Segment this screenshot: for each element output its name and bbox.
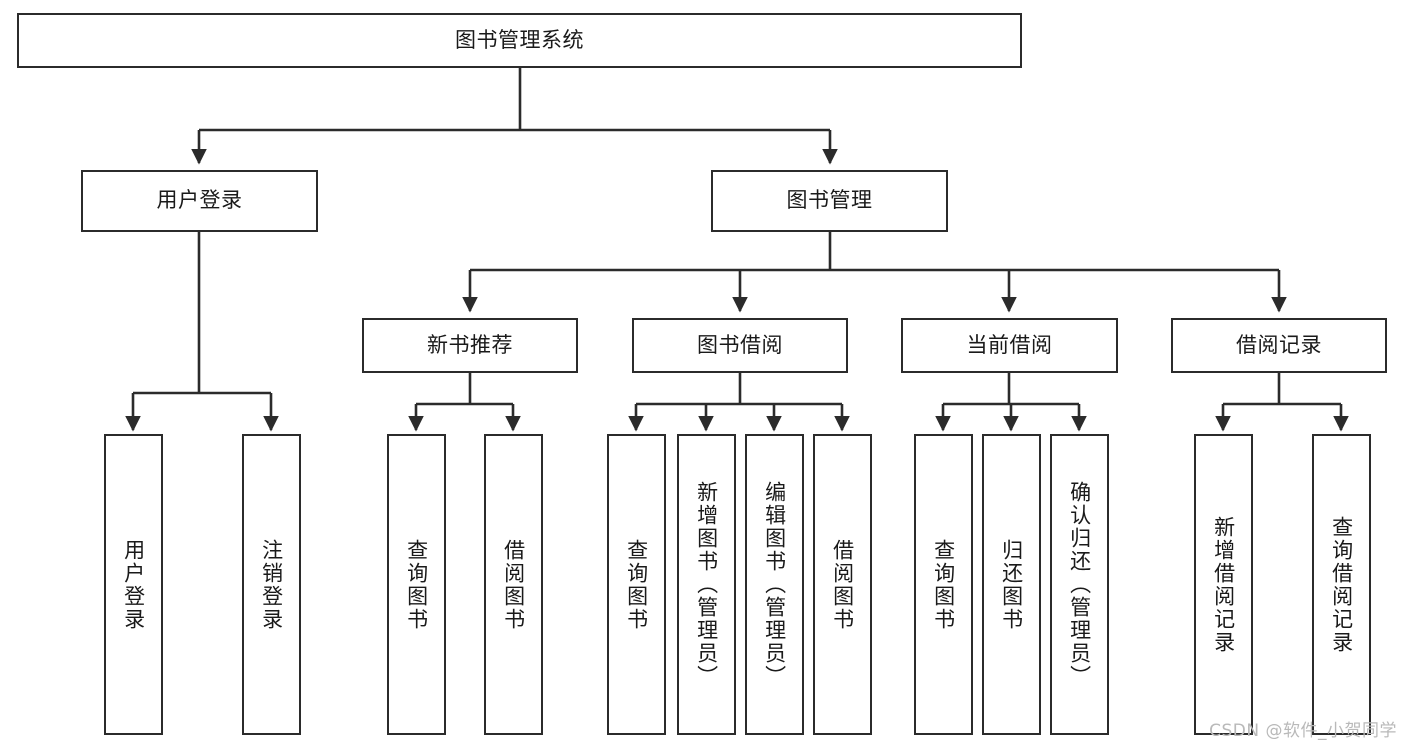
node-root[interactable]: 图书管理系统 (17, 13, 1022, 68)
node-user-login-label: 用户登录 (156, 188, 243, 213)
node-current-borrow[interactable]: 当前借阅 (901, 318, 1118, 373)
node-leaf-query-book-1[interactable]: 查询图书 (387, 434, 446, 735)
node-leaf-logout-login-label: 注销登录 (259, 538, 284, 631)
node-leaf-user-login[interactable]: 用户登录 (104, 434, 163, 735)
node-leaf-user-login-label: 用户登录 (121, 538, 146, 631)
node-leaf-add-book-admin[interactable]: 新增图书（管理员） (677, 434, 736, 735)
node-leaf-borrow-book-1[interactable]: 借阅图书 (484, 434, 543, 735)
node-leaf-query-book-2[interactable]: 查询图书 (607, 434, 666, 735)
node-borrow-record-label: 借阅记录 (1236, 332, 1322, 357)
node-leaf-add-borrow-record-label: 新增借阅记录 (1211, 515, 1236, 654)
node-new-book-rec[interactable]: 新书推荐 (362, 318, 578, 373)
node-leaf-query-book-2-label: 查询图书 (624, 538, 649, 631)
node-leaf-edit-book-admin-label: 编辑图书（管理员） (762, 481, 787, 688)
watermark-text: CSDN @软件_小贺同学 (1209, 721, 1397, 741)
node-borrow-record[interactable]: 借阅记录 (1171, 318, 1387, 373)
node-leaf-return-book-label: 归还图书 (999, 538, 1024, 631)
node-book-borrow-label: 图书借阅 (697, 332, 783, 357)
node-leaf-add-borrow-record[interactable]: 新增借阅记录 (1194, 434, 1253, 735)
node-book-manage-label: 图书管理 (786, 188, 873, 213)
node-leaf-query-borrow-record-label: 查询借阅记录 (1329, 515, 1354, 654)
node-leaf-borrow-book-2-label: 借阅图书 (830, 538, 855, 631)
node-leaf-query-borrow-record[interactable]: 查询借阅记录 (1312, 434, 1371, 735)
node-user-login[interactable]: 用户登录 (81, 170, 318, 232)
node-leaf-return-book[interactable]: 归还图书 (982, 434, 1041, 735)
node-leaf-query-book-1-label: 查询图书 (404, 538, 429, 631)
node-leaf-query-book-3-label: 查询图书 (931, 538, 956, 631)
node-book-manage[interactable]: 图书管理 (711, 170, 948, 232)
node-leaf-borrow-book-1-label: 借阅图书 (501, 538, 526, 631)
node-leaf-logout-login[interactable]: 注销登录 (242, 434, 301, 735)
node-root-label: 图书管理系统 (455, 27, 584, 52)
node-current-borrow-label: 当前借阅 (966, 332, 1053, 357)
node-leaf-borrow-book-2[interactable]: 借阅图书 (813, 434, 872, 735)
node-leaf-confirm-return-admin-label: 确认归还（管理员） (1067, 481, 1092, 688)
node-new-book-rec-label: 新书推荐 (427, 332, 513, 357)
node-leaf-add-book-admin-label: 新增图书（管理员） (694, 481, 719, 688)
node-leaf-confirm-return-admin[interactable]: 确认归还（管理员） (1050, 434, 1109, 735)
node-book-borrow[interactable]: 图书借阅 (632, 318, 848, 373)
node-leaf-edit-book-admin[interactable]: 编辑图书（管理员） (745, 434, 804, 735)
node-leaf-query-book-3[interactable]: 查询图书 (914, 434, 973, 735)
